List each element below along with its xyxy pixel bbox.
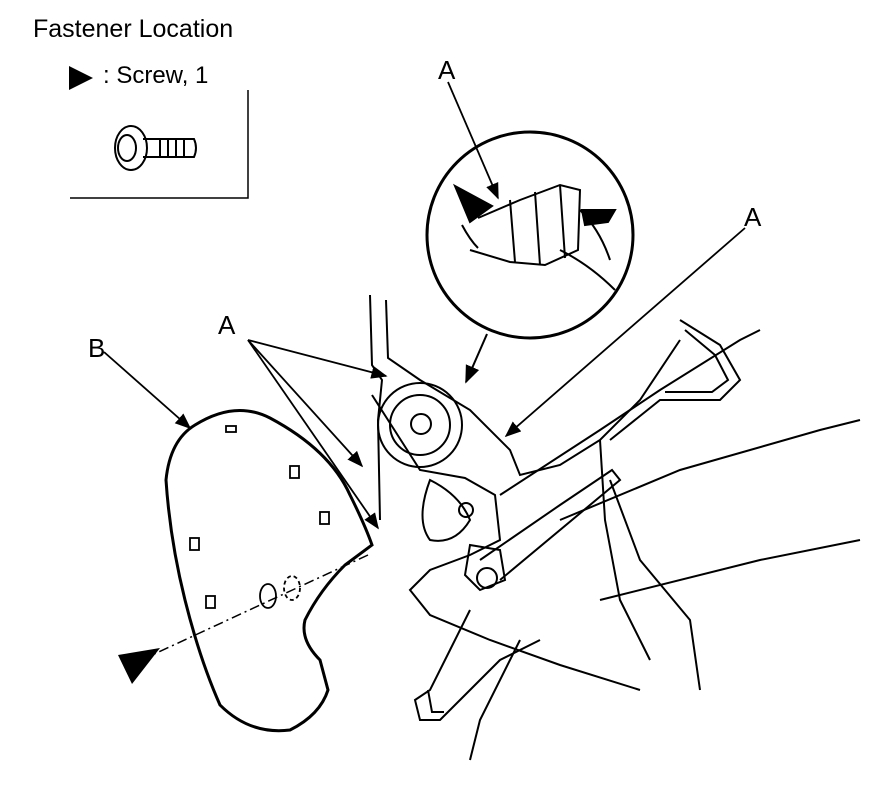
legend-screw-label: : Screw, 1 [103,62,209,89]
clip-detail-view [425,130,635,340]
detail-leader [465,333,488,384]
filled-triangle-icon [69,66,93,90]
screw-icon [114,125,197,171]
callout-a-right: A [744,202,762,232]
callout-a-detail: A [438,55,456,85]
trim-cover-b [164,408,374,733]
callout-a-left: A [218,310,236,340]
leader-lines [103,81,746,530]
page-title: Fastener Location [33,15,234,43]
screw-location-marker-icon [118,648,160,684]
callout-b: B [88,333,106,363]
legend-frame [70,90,249,199]
screw-axis-line [149,554,369,657]
seat-frame [369,294,861,761]
